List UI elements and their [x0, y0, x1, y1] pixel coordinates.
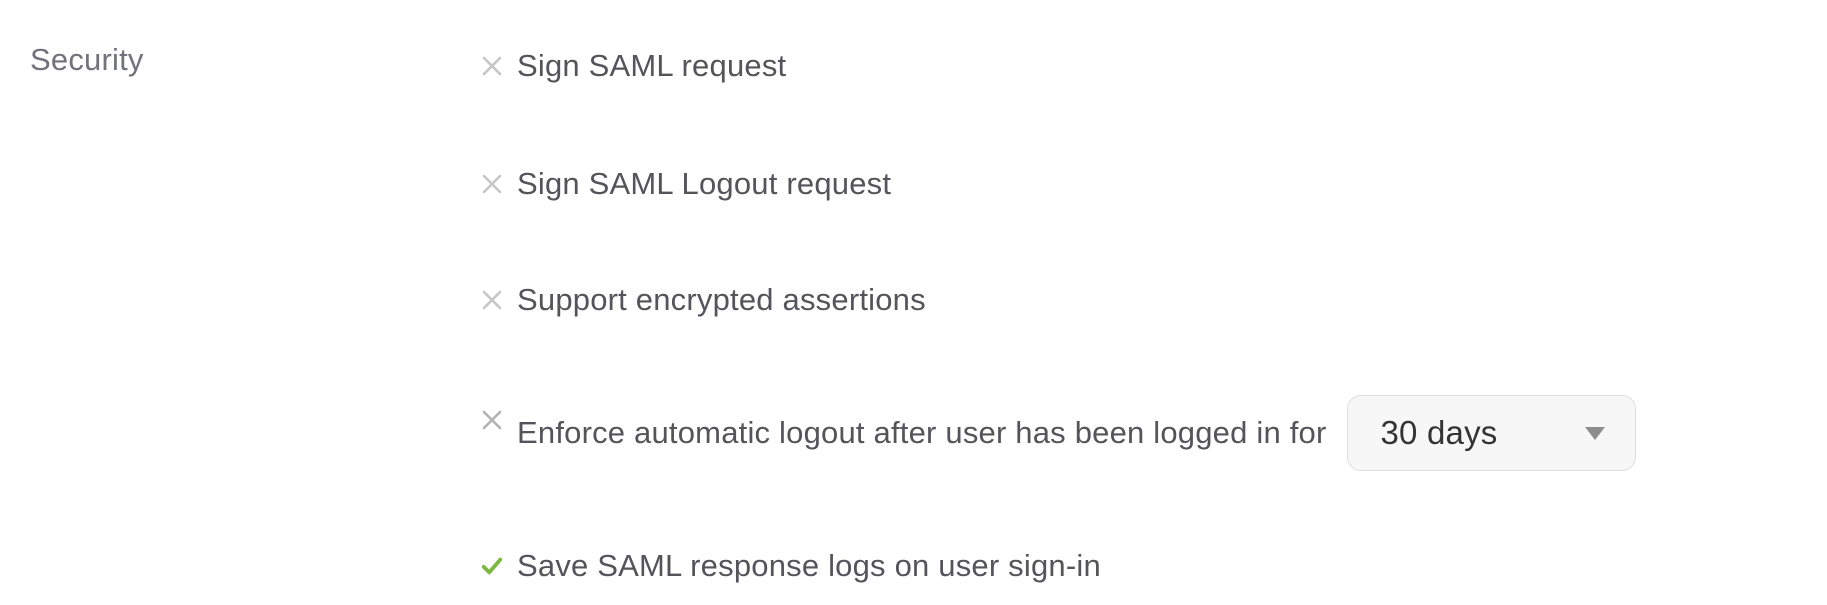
setting-label: Support encrypted assertions: [517, 282, 926, 317]
setting-row-support-encrypted-assertions: Support encrypted assertions: [481, 279, 926, 321]
x-icon[interactable]: [481, 409, 503, 431]
setting-row-sign-saml-logout-request: Sign SAML Logout request: [481, 163, 891, 205]
setting-row-save-saml-response-logs: Save SAML response logs on user sign-in: [481, 545, 1101, 587]
x-icon[interactable]: [481, 173, 503, 195]
logout-duration-value: 30 days: [1380, 414, 1498, 451]
logout-duration-select[interactable]: 30 days: [1346, 395, 1636, 471]
setting-row-enforce-automatic-logout: Enforce automatic logout after user has …: [481, 392, 1636, 474]
x-icon[interactable]: [481, 55, 503, 77]
setting-row-sign-saml-request: Sign SAML request: [481, 45, 786, 87]
x-icon[interactable]: [481, 289, 503, 311]
setting-label: Sign SAML Logout request: [517, 166, 892, 201]
caret-down-icon: [1584, 426, 1605, 440]
setting-label: Save SAML response logs on user sign-in: [517, 548, 1101, 583]
section-label: Security: [30, 42, 144, 77]
setting-label: Sign SAML request: [517, 48, 787, 83]
check-icon[interactable]: [481, 555, 503, 577]
setting-label: Enforce automatic logout after user has …: [517, 415, 1327, 450]
